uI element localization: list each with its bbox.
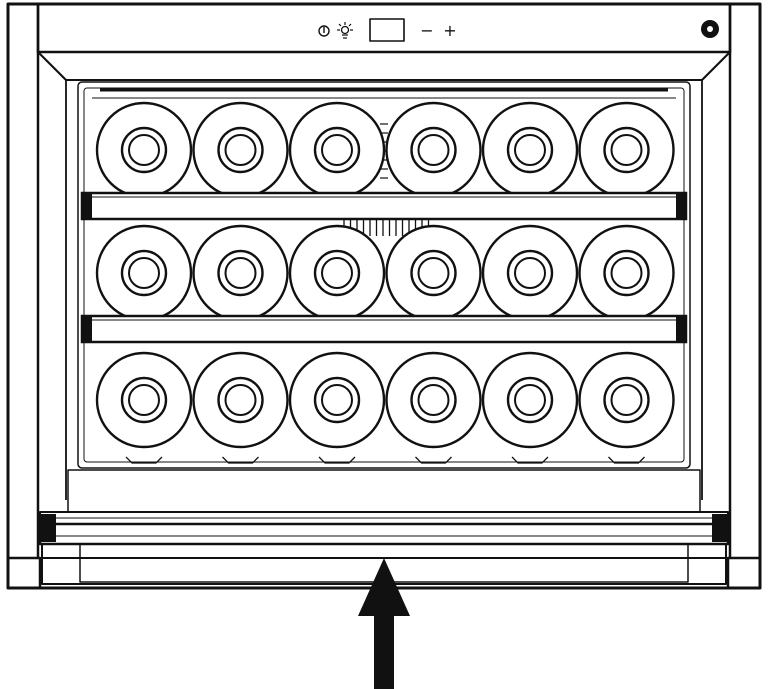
bottle-3-1 xyxy=(95,351,193,449)
bottle-2-1 xyxy=(95,224,193,322)
temperature-display xyxy=(369,18,405,42)
bottle-foot xyxy=(222,456,259,464)
knob-icon[interactable] xyxy=(701,20,719,38)
bottle-foot xyxy=(415,456,452,464)
bottle-2-3 xyxy=(288,224,386,322)
shelf-1 xyxy=(80,191,688,221)
bottle-foot xyxy=(125,456,163,464)
control-panel: − + xyxy=(36,2,732,54)
bottle-1-4 xyxy=(385,101,482,199)
bottle-foot xyxy=(511,456,549,464)
bottle-2-5 xyxy=(481,224,579,322)
bottle-3-3 xyxy=(288,351,386,449)
bottle-foot xyxy=(318,456,356,464)
plus-button[interactable]: + xyxy=(443,21,456,40)
light-icon[interactable] xyxy=(337,22,353,39)
arrow-up-icon xyxy=(358,558,410,689)
bottle-1-2 xyxy=(192,101,289,199)
bottle-2-2 xyxy=(192,224,289,322)
bottle-3-2 xyxy=(192,351,289,449)
bottle-2-6 xyxy=(578,224,675,322)
power-icon[interactable] xyxy=(318,25,330,37)
shelves xyxy=(80,191,688,344)
bottle-foot xyxy=(608,456,645,464)
bottle-3-6 xyxy=(578,351,675,449)
bottle-2-4 xyxy=(385,224,482,322)
bottle-1-6 xyxy=(578,101,675,199)
bottle-1-3 xyxy=(288,101,386,199)
bottle-3-4 xyxy=(385,351,482,449)
minus-button[interactable]: − xyxy=(420,21,433,40)
bottle-3-5 xyxy=(481,351,579,449)
shelf-2 xyxy=(80,314,688,344)
bottle-1-5 xyxy=(481,101,579,199)
bottle-rows xyxy=(95,101,675,464)
bottle-1-1 xyxy=(95,101,193,199)
